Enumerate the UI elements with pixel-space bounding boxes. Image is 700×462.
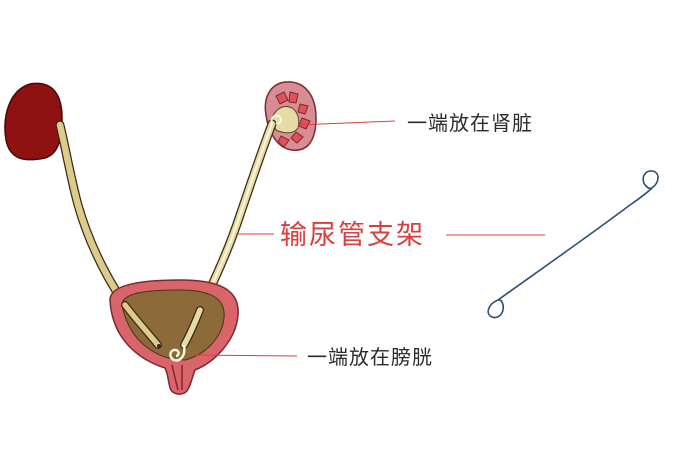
leader-line-bladder xyxy=(189,354,298,357)
leader-line-kidney xyxy=(297,120,396,126)
diagram-title: 输尿管支架 xyxy=(280,220,425,251)
leader-lines xyxy=(189,120,545,357)
right-kidney-cutaway xyxy=(264,81,317,151)
label-kidney-end: 一端放在肾脏 xyxy=(407,111,533,135)
left-kidney xyxy=(4,82,63,161)
double-j-stent xyxy=(487,170,659,319)
bladder xyxy=(109,279,239,395)
label-bladder-end: 一端放在膀胱 xyxy=(307,345,433,369)
stent-bladder-curl xyxy=(169,344,186,362)
